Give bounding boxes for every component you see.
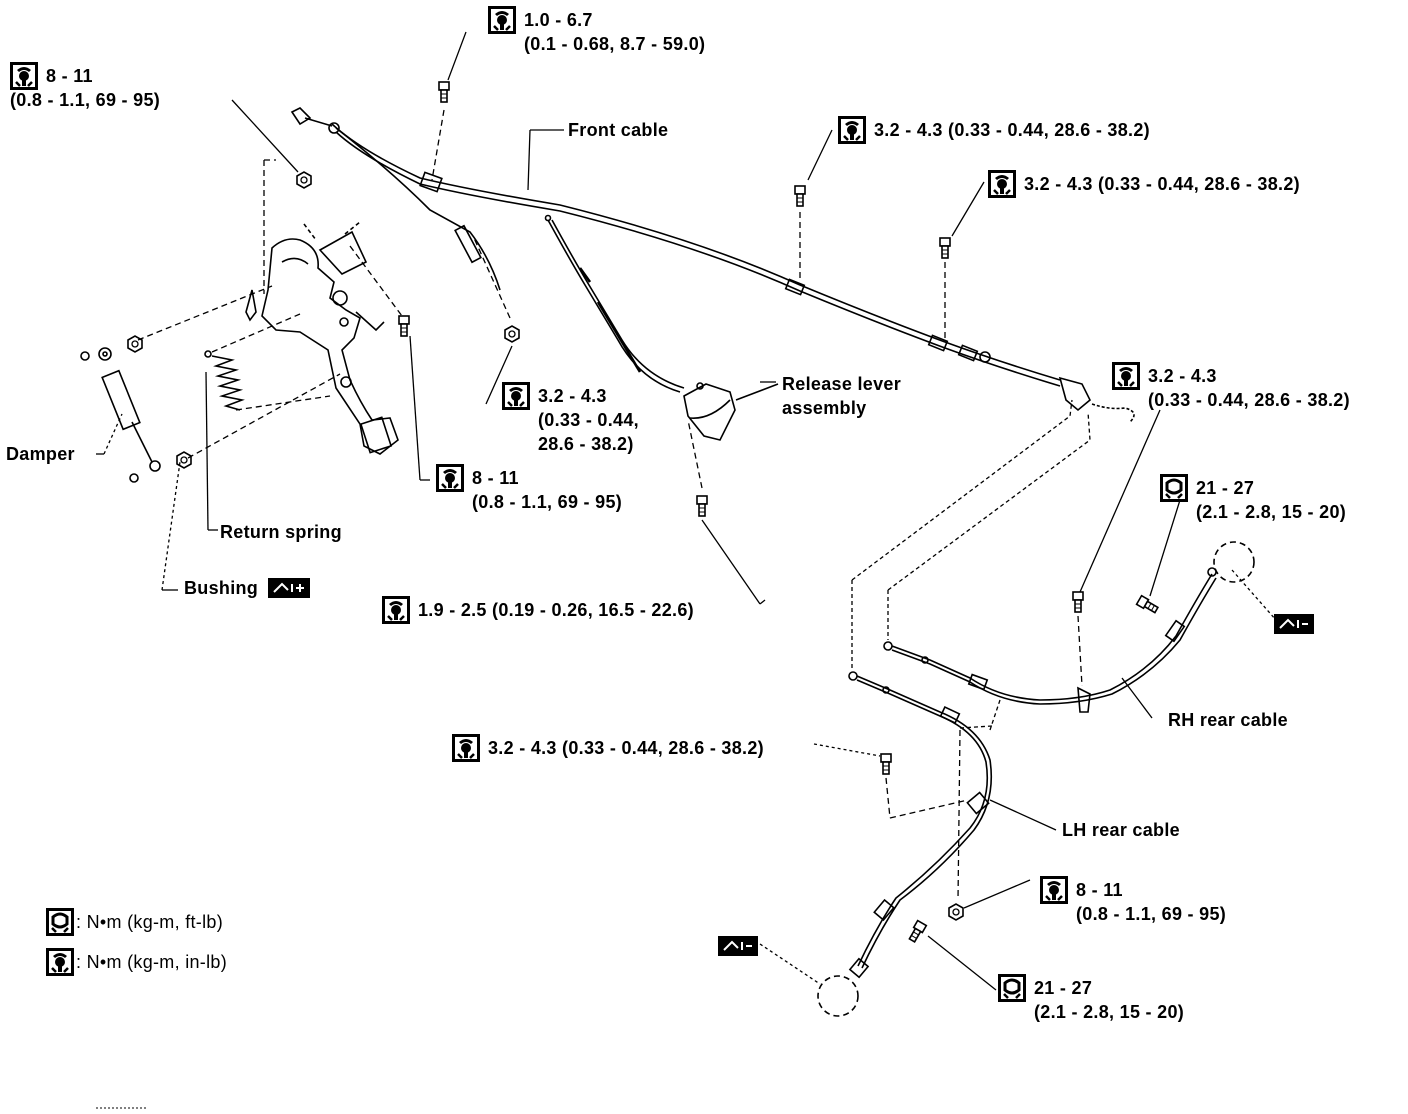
torque-value-detail: (2.1 - 2.8, 15 - 20) <box>1034 1002 1185 1022</box>
torque-spec-2: 8 - 11 (0.8 - 1.1, 69 - 95) <box>10 62 161 112</box>
lh-rear-cable <box>848 671 993 979</box>
release-lever-label: Release lever assembly <box>782 372 901 420</box>
torque-value-detail: (0.8 - 1.1, 69 - 95) <box>472 492 623 512</box>
return-spring-label: Return spring <box>220 522 342 542</box>
torque-icon-ft-lb <box>46 908 74 936</box>
legend-ft-lb-text: : N•m (kg-m, ft-lb) <box>76 912 223 932</box>
return-spring <box>204 350 245 411</box>
torque-value: 3.2 - 4.3 (0.33 - 0.44, 28.6 - 38.2) <box>488 738 764 758</box>
release-lever-label-line1: Release lever <box>782 374 901 394</box>
torque-icon-in-lb <box>10 62 38 90</box>
torque-icon-in-lb <box>838 116 866 144</box>
torque-value-detail: (0.1 - 0.68, 8.7 - 59.0) <box>524 34 706 54</box>
torque-value: 8 - 11 <box>1076 880 1123 900</box>
torque-value-detail: (0.33 - 0.44, 28.6 - 38.2) <box>1148 390 1350 410</box>
front-cable-label: Front cable <box>568 120 669 140</box>
torque-icon-in-lb <box>1112 362 1140 390</box>
torque-value-detail-2: 28.6 - 38.2) <box>538 434 634 454</box>
torque-icon-in-lb <box>502 382 530 410</box>
torque-icon-in-lb <box>988 170 1016 198</box>
torque-icon-ft-lb <box>998 974 1026 1002</box>
torque-value-detail: (0.8 - 1.1, 69 - 95) <box>10 90 161 110</box>
torque-icon-in-lb <box>1040 876 1068 904</box>
bushing-label: Bushing <box>184 576 258 600</box>
grease-icon <box>1274 614 1314 634</box>
grease-icon <box>718 936 758 956</box>
torque-value: 3.2 - 4.3 (0.33 - 0.44, 28.6 - 38.2) <box>1024 174 1300 194</box>
torque-value: 3.2 - 4.3 (0.33 - 0.44, 28.6 - 38.2) <box>874 120 1150 140</box>
pedal-assembly <box>245 221 399 455</box>
torque-icon-in-lb <box>436 464 464 492</box>
torque-icon-in-lb <box>452 734 480 762</box>
grease-icon <box>268 578 310 598</box>
torque-value-detail: (0.8 - 1.1, 69 - 95) <box>1076 904 1227 924</box>
torque-value: 1.9 - 2.5 (0.19 - 0.26, 16.5 - 22.6) <box>418 600 694 620</box>
torque-value-detail: (0.33 - 0.44, <box>538 410 639 430</box>
legend-in-lb-text: : N•m (kg-m, in-lb) <box>76 952 228 972</box>
rh-rear-cable-label: RH rear cable <box>1168 710 1288 730</box>
rh-rear-cable <box>883 567 1217 713</box>
torque-spec-11: 8 - 11 (0.8 - 1.1, 69 - 95) <box>1040 876 1227 926</box>
damper <box>80 347 161 483</box>
torque-icon-in-lb <box>382 596 410 624</box>
torque-spec-10: 3.2 - 4.3 (0.33 - 0.44, 28.6 - 38.2) <box>452 734 764 762</box>
torque-value-detail: (2.1 - 2.8, 15 - 20) <box>1196 502 1347 522</box>
torque-value: 8 - 11 <box>472 468 519 488</box>
torque-icon-ft-lb <box>1160 474 1188 502</box>
legend-in-lb: : N•m (kg-m, in-lb) <box>46 948 228 976</box>
legend-ft-lb: : N•m (kg-m, ft-lb) <box>46 908 223 936</box>
torque-spec-1: 1.0 - 6.7 (0.1 - 0.68, 8.7 - 59.0) <box>488 6 706 56</box>
torque-icon-in-lb <box>46 948 74 976</box>
grease-points <box>817 541 1255 1017</box>
fasteners <box>127 81 1160 944</box>
torque-spec-5: 3.2 - 4.3 (0.33 - 0.44, 28.6 - 38.2) <box>1112 362 1350 412</box>
damper-label: Damper <box>6 444 75 464</box>
torque-spec-3: 3.2 - 4.3 (0.33 - 0.44, 28.6 - 38.2) <box>838 116 1150 144</box>
torque-value: 21 - 27 <box>1034 978 1093 998</box>
torque-spec-4: 3.2 - 4.3 (0.33 - 0.44, 28.6 - 38.2) <box>988 170 1300 198</box>
torque-value: 21 - 27 <box>1196 478 1255 498</box>
torque-spec-7: 8 - 11 (0.8 - 1.1, 69 - 95) <box>436 464 623 514</box>
bushing-label-text: Bushing <box>184 578 259 598</box>
release-lever-label-line2: assembly <box>782 398 867 418</box>
lh-rear-cable-label: LH rear cable <box>1062 820 1180 840</box>
torque-value: 8 - 11 <box>46 66 93 86</box>
torque-spec-12: 21 - 27 (2.1 - 2.8, 15 - 20) <box>998 974 1185 1024</box>
release-lever-assembly <box>544 214 779 441</box>
torque-value: 3.2 - 4.3 <box>538 386 607 406</box>
torque-value: 1.0 - 6.7 <box>524 10 593 30</box>
torque-icon-in-lb <box>488 6 516 34</box>
leader-lines <box>96 31 1277 991</box>
torque-value: 3.2 - 4.3 <box>1148 366 1217 386</box>
front-cable <box>290 107 1135 423</box>
torque-spec-9: 1.9 - 2.5 (0.19 - 0.26, 16.5 - 22.6) <box>382 596 694 624</box>
torque-spec-6: 3.2 - 4.3 (0.33 - 0.44, 28.6 - 38.2) <box>502 382 639 456</box>
torque-spec-8: 21 - 27 (2.1 - 2.8, 15 - 20) <box>1160 474 1347 524</box>
